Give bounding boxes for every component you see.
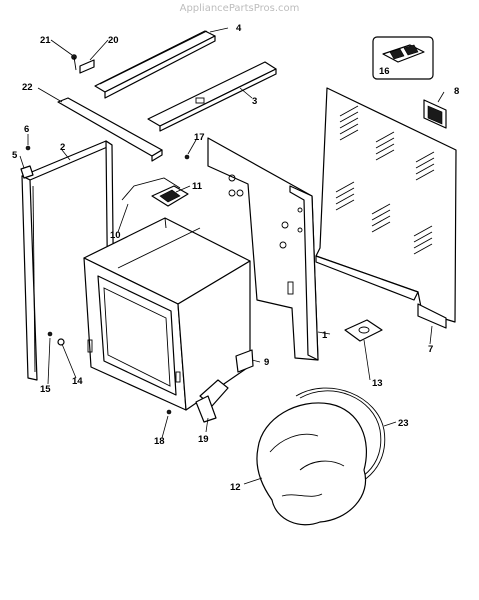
callout-11: 11 (192, 181, 203, 192)
part-17-screw (184, 154, 190, 160)
callout-16: 16 (379, 66, 390, 77)
callout-7: 7 (428, 344, 433, 355)
callout-21: 21 (40, 35, 51, 46)
callout-15: 15 (40, 384, 51, 395)
part-8-bracket (423, 99, 447, 129)
callout-10: 10 (110, 230, 121, 241)
part-14-15-fasteners (47, 331, 65, 346)
part-18-screw (166, 409, 172, 415)
callout-13: 13 (372, 378, 383, 389)
callout-20: 20 (108, 35, 119, 46)
callout-9: 9 (264, 357, 269, 368)
callout-labels: 1 2 3 4 5 6 7 8 9 10 11 12 13 14 15 16 1… (12, 23, 459, 493)
back-panel (315, 87, 457, 329)
callout-1: 1 (322, 330, 328, 341)
oven-cavity (83, 217, 251, 411)
part-16-clip-inset (372, 36, 434, 80)
callout-22: 22 (22, 82, 33, 93)
leader-lines (19, 27, 445, 485)
callout-18: 18 (154, 436, 165, 447)
part-3-channel (147, 61, 277, 132)
callout-8: 8 (454, 86, 459, 97)
callout-3: 3 (252, 96, 257, 107)
part-12-insulation (256, 402, 368, 526)
callout-17: 17 (194, 132, 205, 143)
part-13-bracket (344, 319, 383, 342)
callout-5: 5 (12, 150, 18, 161)
part-4-top-channel (94, 30, 216, 99)
part-20-21-screw-clip (71, 54, 95, 74)
callout-4: 4 (236, 23, 242, 34)
callout-23: 23 (398, 418, 409, 429)
part-5-6-clips (20, 145, 34, 179)
callout-2: 2 (60, 142, 65, 153)
callout-6: 6 (24, 124, 29, 135)
callout-12: 12 (230, 482, 241, 493)
callout-14: 14 (72, 376, 83, 387)
watermark: AppliancePartsPros.com (179, 3, 300, 14)
part-22-front-trim (57, 97, 163, 162)
part-9-plate (235, 349, 254, 373)
part-19-hinge (195, 379, 229, 423)
callout-19: 19 (198, 434, 209, 445)
part-1-side-panel (207, 137, 319, 361)
part-10-11-bracket (121, 177, 189, 207)
